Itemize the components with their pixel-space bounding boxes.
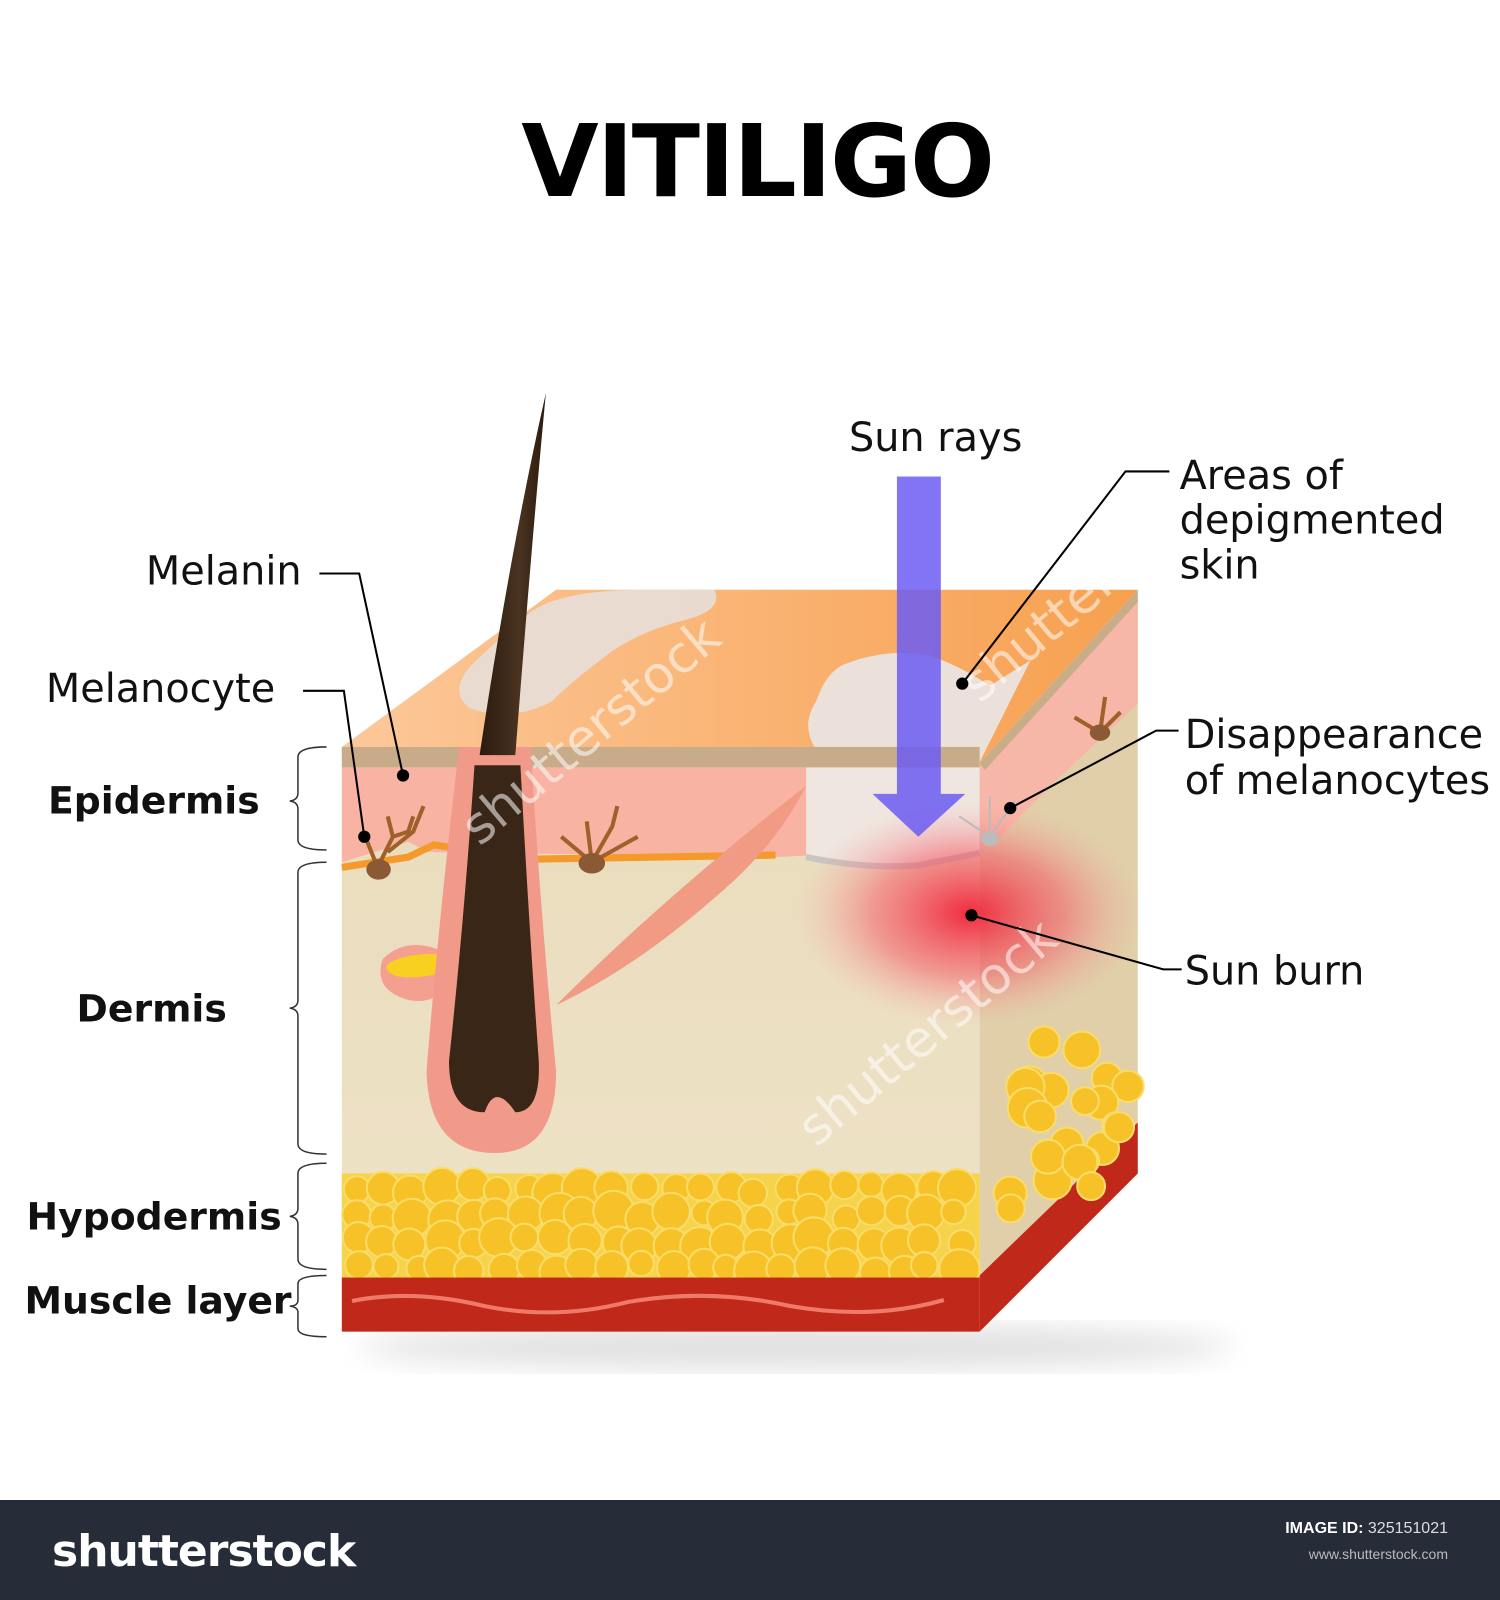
melanocyte <box>559 805 639 874</box>
hypodermis-label: Hypodermis <box>27 1195 282 1239</box>
disappearance-dot <box>1004 802 1017 815</box>
disappearance-label-line2: of melanocytes <box>1185 758 1490 804</box>
sun-rays-arrow <box>872 476 966 837</box>
fat-cell <box>1023 1099 1057 1134</box>
fat-cell <box>627 1249 655 1278</box>
disappearance-label-line1: Disappearance <box>1185 712 1483 758</box>
muscle-fiber <box>351 1293 945 1315</box>
fat-cell <box>940 1198 967 1226</box>
melanocyte-dot <box>358 830 371 843</box>
fat-cell <box>1070 1086 1100 1116</box>
fat-cell <box>1062 1030 1102 1070</box>
dermis-label: Dermis <box>77 986 227 1030</box>
melanocyte <box>1073 696 1122 741</box>
fat-cell <box>422 1166 462 1207</box>
image-id-label: IMAGE ID: <box>1285 1520 1364 1537</box>
fat-cell <box>909 1251 939 1280</box>
melanocyte-leader <box>303 689 366 837</box>
hair-shaft <box>479 392 546 756</box>
epidermis-bracket <box>289 746 327 851</box>
right-stratum <box>979 589 1138 771</box>
fat-cell <box>995 1193 1026 1224</box>
sun-burn-dot <box>965 909 978 922</box>
melanocyte <box>365 805 426 880</box>
melanin-leader <box>319 572 405 776</box>
melanin-label: Melanin <box>146 549 302 595</box>
muscle-layer <box>341 1277 980 1332</box>
fat-cell <box>855 1195 887 1227</box>
fat-cell <box>372 1253 400 1280</box>
cube-shadow <box>357 1324 1235 1370</box>
basal-layer <box>341 841 776 871</box>
depigmented-dot <box>956 677 969 690</box>
stratum-corneum <box>341 746 980 768</box>
title: VITILIGO <box>521 103 993 220</box>
areas-label-line3: skin <box>1180 543 1260 589</box>
arrector-pili-muscle <box>556 785 807 1006</box>
fat-cell <box>509 1222 540 1253</box>
site-url[interactable]: www.shutterstock.com <box>1308 1546 1448 1562</box>
disappearance-leader <box>1009 729 1179 810</box>
fat-cell <box>737 1177 769 1209</box>
skin-cross-section: VITILIGO <box>24 103 1490 1370</box>
fat-cell <box>344 1250 374 1280</box>
footer-bar: shutterstock IMAGE ID: 325151021 www.shu… <box>0 1500 1500 1600</box>
fat-cell <box>829 1169 860 1201</box>
right-epidermis <box>979 596 1138 847</box>
fat-cell <box>564 1247 599 1283</box>
fat-cell <box>857 1170 885 1199</box>
image-id-value: 325151021 <box>1367 1520 1448 1537</box>
shutterstock-logo[interactable]: shutterstock <box>52 1526 356 1577</box>
sun-rays-label: Sun rays <box>849 415 1022 461</box>
melanin-dot <box>396 769 410 782</box>
fat-cell <box>1030 1138 1067 1175</box>
fat-cell <box>1027 1025 1061 1059</box>
fat-cell <box>651 1191 691 1232</box>
sun-burn-label: Sun burn <box>1185 949 1365 995</box>
fat-cell <box>1111 1069 1145 1103</box>
muscle-bracket <box>289 1274 327 1338</box>
hair-bulb <box>448 765 539 1113</box>
image-id: IMAGE ID: 325151021 <box>1285 1520 1448 1538</box>
hypodermis-bracket <box>289 1162 327 1271</box>
dermis-bracket <box>289 861 327 1155</box>
epidermis-label: Epidermis <box>48 778 260 822</box>
muscle-layer-label: Muscle layer <box>24 1278 291 1322</box>
fat-cell <box>685 1172 715 1202</box>
fat-cell <box>1102 1111 1136 1144</box>
fat-cell <box>629 1171 660 1202</box>
depigmented-leader <box>961 470 1170 685</box>
fat-cells <box>341 1025 1145 1291</box>
fat-cell <box>536 1218 574 1256</box>
sun-burn-leader <box>971 914 1182 971</box>
areas-label-line1: Areas of <box>1180 453 1344 499</box>
melanocyte-label: Melanocyte <box>46 666 275 712</box>
fat-cell <box>1076 1171 1107 1202</box>
areas-label-line2: depigmented <box>1180 498 1445 544</box>
